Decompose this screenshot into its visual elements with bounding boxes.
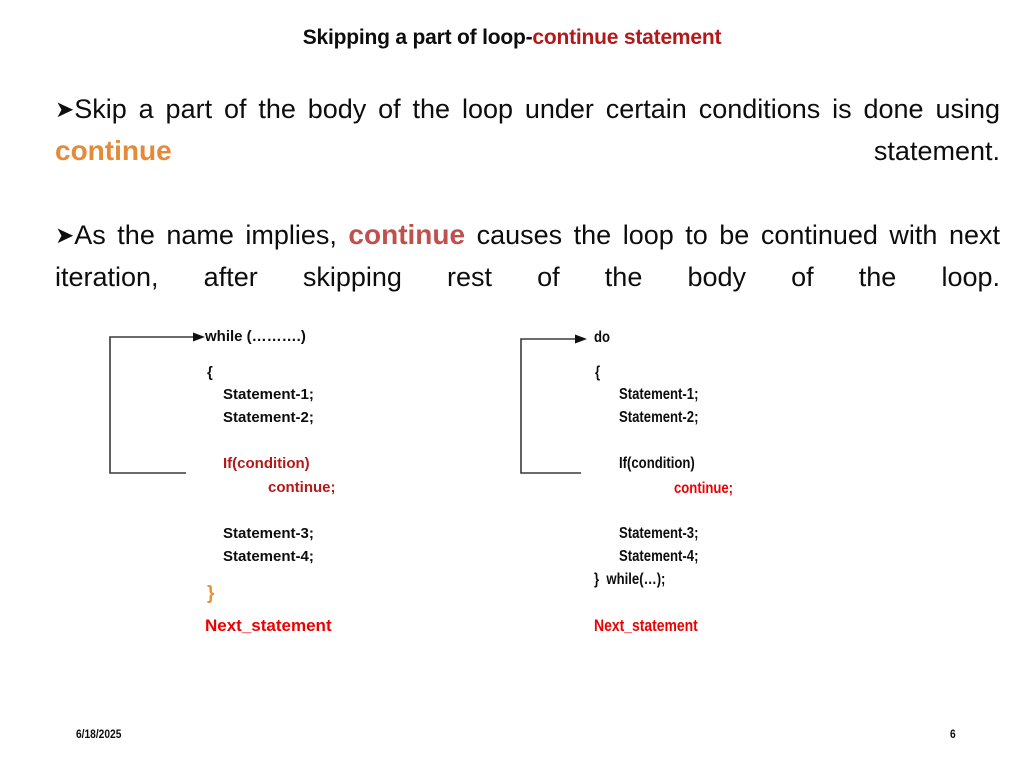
bullet-2-text-after: causes the loop to be continued with nex… (55, 220, 1000, 292)
page-title: Skipping a part of loop-continue stateme… (0, 26, 1024, 50)
code-line-statement-1: Statement-1; (223, 386, 314, 403)
code-line-if-condition: If(condition) (619, 455, 695, 472)
bullet-2-text-before: As the name implies, (74, 220, 349, 250)
code-line-statement-2: Statement-2; (619, 409, 699, 426)
code-line-open-brace: { (207, 364, 213, 381)
bullet-item-2: ➤As the name implies, continue causes th… (55, 214, 1000, 340)
code-line-statement-2: Statement-2; (223, 409, 314, 426)
code-block-dowhile: do { Statement-1; Statement-2; If(condit… (594, 329, 914, 649)
code-line-statement-3: Statement-3; (223, 525, 314, 542)
code-line-continue: continue; (674, 480, 734, 497)
bullet-1-keyword: continue (55, 135, 172, 166)
loop-back-arrow-while (108, 331, 208, 479)
code-line-continue: continue; (268, 479, 336, 496)
code-line-open-brace: { (595, 364, 601, 381)
code-line-close-while: } while(…); (594, 571, 666, 588)
bullet-marker-icon: ➤ (55, 222, 75, 248)
page-title-black: Skipping a part of loop- (302, 26, 533, 49)
code-line-do-header: do (594, 329, 611, 346)
code-line-statement-1: Statement-1; (619, 386, 699, 403)
code-block-while: while (……….) { Statement-1; Statement-2;… (205, 328, 505, 648)
bullet-1-text-after: statement. (171, 136, 1000, 166)
code-line-statement-4: Statement-4; (223, 548, 314, 565)
bullet-1-text-before: Skip a part of the body of the loop unde… (74, 94, 1000, 124)
footer-page-number: 6 (950, 727, 956, 741)
code-line-if-condition: If(condition) (223, 455, 310, 472)
footer-date: 6/18/2025 (76, 727, 122, 741)
code-line-next-statement: Next_statement (205, 616, 332, 635)
code-line-while-header: while (……….) (205, 328, 306, 345)
code-line-close-brace: } (207, 583, 215, 604)
code-line-next-statement: Next_statement (594, 616, 698, 635)
bullet-item-1: ➤Skip a part of the body of the loop und… (55, 88, 1000, 214)
code-line-statement-4: Statement-4; (619, 548, 699, 565)
loop-back-arrow-dowhile (519, 333, 619, 479)
bullet-marker-icon: ➤ (55, 96, 75, 122)
page-title-red: continue statement (532, 26, 722, 49)
bullet-2-keyword: continue (348, 219, 466, 250)
code-line-statement-3: Statement-3; (619, 525, 699, 542)
